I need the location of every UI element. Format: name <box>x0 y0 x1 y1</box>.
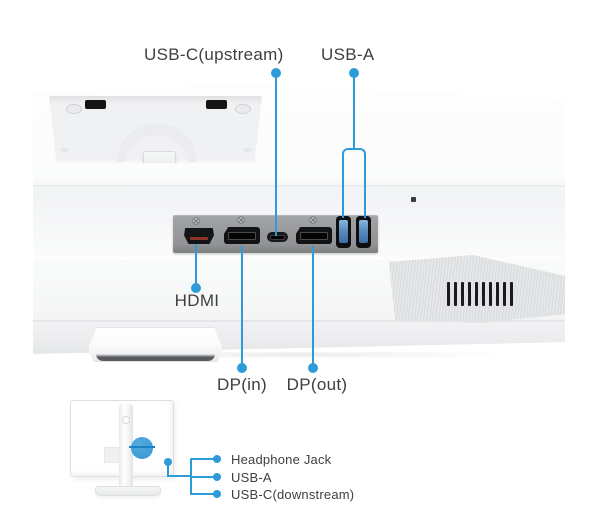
usb-a-port-icon <box>356 216 371 248</box>
label-dp-in: DP(in) <box>217 375 267 394</box>
label-dp-out: DP(out) <box>286 375 348 394</box>
callout-line-usb-c-upstream <box>275 73 277 236</box>
vesa-corner-mark-right <box>243 148 252 152</box>
hdmi-pins <box>190 237 208 240</box>
screw-icon <box>192 217 200 225</box>
label-usb-a-top: USB-A <box>321 45 375 64</box>
callout-dot-dp-out <box>308 363 318 373</box>
monitor-ground-shadow <box>36 352 558 362</box>
side-connector-vertical <box>167 464 169 477</box>
kensington-lock-slot <box>411 197 416 202</box>
callout-dot-usb-a-side <box>213 473 221 481</box>
mini-monitor-stand-column <box>119 404 133 489</box>
monitor-rear-shell <box>33 84 565 354</box>
side-branch-usb-c <box>191 493 217 495</box>
callout-dot-side-ports <box>164 458 172 466</box>
stand-release-tab <box>143 151 176 163</box>
dp-out-port-icon <box>296 227 332 244</box>
dp-slot <box>228 232 256 240</box>
callout-dot-usb-a <box>349 68 359 78</box>
vesa-screw-hole-right <box>235 104 251 114</box>
vesa-slot-left <box>85 100 106 109</box>
vesa-corner-mark-left <box>60 148 69 152</box>
callout-dot-usb-c-upstream <box>271 68 281 78</box>
callout-line-dp-in <box>241 246 243 366</box>
callout-dot-dp-in <box>237 363 247 373</box>
callout-line-hdmi <box>195 244 197 289</box>
callout-dot-hdmi <box>191 283 201 293</box>
screw-icon <box>237 216 245 224</box>
usb-a-tab <box>359 220 368 243</box>
vesa-mount-plate <box>49 96 262 163</box>
shell-step-line <box>33 185 565 187</box>
usb-a-port-icon <box>336 216 351 248</box>
side-connector-horizontal <box>167 475 192 477</box>
label-usb-c-upstream: USB-C(upstream) <box>144 45 284 64</box>
callout-line-dp-out <box>312 246 314 366</box>
callout-dot-headphone <box>213 455 221 463</box>
callout-dot-usb-c-downstream <box>213 490 221 498</box>
label-hdmi: HDMI <box>174 291 220 310</box>
side-branch-usb-a <box>191 476 217 478</box>
usb-c-port-icon <box>267 232 288 242</box>
callout-line-usb-a <box>353 73 355 150</box>
stand-base-rim <box>95 354 216 361</box>
side-branch-headphone <box>191 458 217 460</box>
label-usb-a-side: USB-A <box>231 470 272 485</box>
mini-monitor-hook-hole <box>122 416 130 424</box>
label-usb-c-downstream: USB-C(downstream) <box>231 487 355 502</box>
dp-in-port-icon <box>224 227 260 244</box>
mini-monitor-stand-base <box>95 486 161 496</box>
shell-highlight-line <box>33 258 565 259</box>
shell-lower-step-line <box>33 320 565 322</box>
vesa-slot-right <box>206 100 227 109</box>
usb-c-slot <box>270 235 285 240</box>
side-ports-highlight-line <box>129 446 155 448</box>
stand-base-edge <box>88 327 223 362</box>
dp-slot <box>300 232 328 240</box>
side-ports-highlight-circle <box>131 437 153 459</box>
screw-icon <box>309 216 317 224</box>
label-headphone-jack: Headphone Jack <box>231 452 332 467</box>
speaker-vent-icon <box>447 282 513 306</box>
vesa-screw-hole-left <box>66 104 82 114</box>
usb-a-tab <box>339 220 348 243</box>
callout-bracket-usb-a <box>342 148 366 218</box>
hdmi-port-icon <box>184 228 214 244</box>
